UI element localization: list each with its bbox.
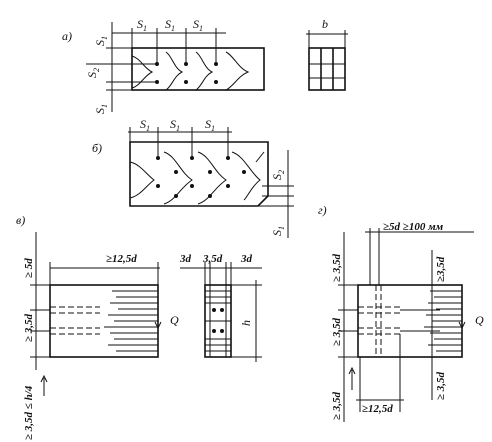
panel-a-s2-left: S2 [85,68,101,78]
panel-v-load-label: Q [170,313,179,327]
panel-g-label: г) [318,203,327,217]
panel-a-nails [155,62,218,84]
panel-a-section-b-label: b [322,17,328,31]
panel-a-stress-curves [131,51,250,91]
panel-v-grain-lines [104,290,158,352]
panel-a-s1-left-bot: S1 [93,104,109,114]
panel-a-s1-2: S1 [165,17,175,33]
panel-g-dim-right-top: ≥3,5d [435,256,447,282]
panel-b-s1-2: S1 [170,117,180,133]
panel-g-dim-top: ≥5d ≥100 мм [383,221,444,233]
panel-b-s1-3: S1 [205,117,215,133]
panel-v-label: в) [16,213,25,227]
panel-a-s1-left-top: S1 [93,36,109,46]
panel-v-sec-35d: 3,5d [202,253,223,265]
panel-b-s2-right: S2 [270,170,286,180]
panel-a-s1-3: S1 [193,17,203,33]
panel-b-s1-1: S1 [140,117,150,133]
panel-b-nails [156,156,246,198]
panel-a: а) S1 S1 S1 [62,17,348,114]
panel-g-dim-left-bot: ≥ 3,5d [331,391,343,420]
panel-v-dim-left-bot: ≥ 3,5d ≤ h/4 [23,385,35,440]
panel-g-dim-bottom: ≥12,5d [362,403,393,415]
panel-g: г) ≥5d ≥100 мм [318,203,484,422]
panel-b: б) S1 S1 S1 [92,117,294,238]
panel-v-sec-h: h [239,320,253,326]
panel-g-grain-lines [424,290,462,352]
panel-a-s1-1: S1 [137,17,147,33]
panel-a-s1-labels: S1 S1 S1 [137,17,203,33]
panel-b-stress-curves [129,151,265,205]
panel-v-dim-left-mid: ≥ 3,5d [23,313,35,342]
panel-v-sec-3d-left: 3d [179,253,192,265]
panel-b-s1-right: S1 [270,226,286,236]
panel-g-dim-left-mid: ≥ 3,5d [331,317,343,346]
panel-v: в) ≥12,5d ≥ [16,213,262,440]
panel-a-board [131,47,265,91]
panel-a-cross-section: b [306,17,348,91]
panel-b-label: б) [92,141,102,155]
panel-v-section [204,284,232,358]
panel-b-board [129,141,269,207]
panel-g-load-label: Q [475,313,484,327]
panel-a-label: а) [62,29,72,43]
panel-v-dim-left-top: ≥ 5d [23,258,35,278]
panel-v-dim-top: ≥12,5d [106,253,137,265]
panel-g-dim-right-bot: ≥ 3,5d [435,371,447,400]
panel-b-s1-labels: S1 S1 S1 [140,117,215,133]
panel-g-dim-left-top: ≥ 3,5d [331,253,343,282]
panel-v-sec-3d-right: 3d [240,253,253,265]
